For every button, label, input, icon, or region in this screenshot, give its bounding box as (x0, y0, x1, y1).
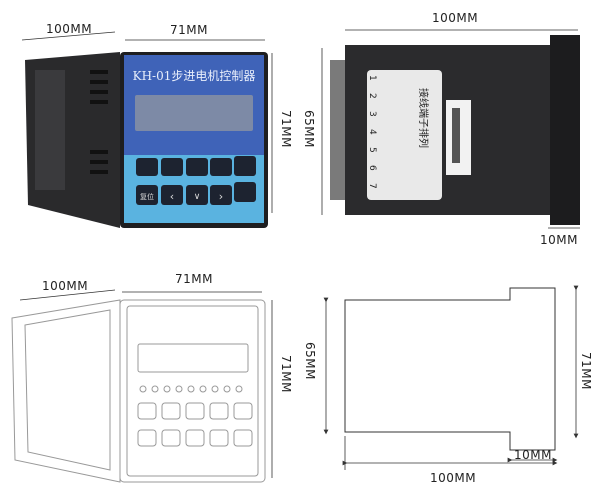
side-profile-outline (344, 287, 556, 451)
reset-key-label: 复位 (140, 192, 154, 201)
terminal-number: 4 (367, 129, 377, 135)
front-flange (550, 35, 580, 225)
length-label: 100MM (432, 11, 478, 25)
right-arrow-icon: › (219, 190, 223, 203)
side-device-photo: 100MM 65MM 10MM 接线端子排列 1 2 3 4 5 6 7 (302, 11, 580, 247)
height-label: 71MM (279, 110, 293, 148)
wiring-sticker (367, 70, 442, 200)
keypad-buttons (136, 156, 256, 205)
sticker-title: 接线端子排列 (417, 88, 430, 148)
front-device-photo: 100MM 71MM 71MM KH-01步进电机控制器 复位 ‹ ∨ › (21, 22, 293, 228)
height-label: 65MM (302, 110, 316, 148)
down-arrow-icon: ∨ (194, 192, 201, 202)
height-label: 71MM (279, 355, 293, 393)
perspective-outline-drawing: 100MM 71MM 71MM (11, 272, 293, 483)
barcode (452, 108, 460, 163)
flange-label: 10MM (514, 448, 552, 462)
terminal-number: 1 (367, 75, 377, 81)
width-label: 71MM (170, 23, 208, 37)
terminal-number: 3 (367, 111, 377, 117)
side-label (35, 70, 65, 190)
terminal-number: 2 (367, 93, 377, 99)
depth-label: 100MM (46, 22, 92, 36)
side-outline-drawing: 65MM 71MM 10MM 100MM (303, 285, 593, 485)
terminal-number: 5 (367, 147, 377, 153)
length-label: 100MM (430, 471, 476, 485)
terminal-number: 7 (367, 183, 377, 189)
terminal-block (330, 60, 346, 200)
flange-label: 10MM (540, 233, 578, 247)
terminal-number: 6 (367, 165, 377, 171)
depth-dimension-line (19, 289, 116, 301)
total-height-label: 71MM (579, 352, 593, 390)
display-window (135, 95, 253, 131)
height-label: 65MM (303, 342, 317, 380)
width-label: 71MM (175, 272, 213, 286)
depth-label: 100MM (42, 279, 88, 293)
depth-dimension-line (21, 31, 116, 41)
device-title: KH-01步进电机控制器 (133, 69, 256, 83)
left-arrow-icon: ‹ (170, 190, 174, 203)
